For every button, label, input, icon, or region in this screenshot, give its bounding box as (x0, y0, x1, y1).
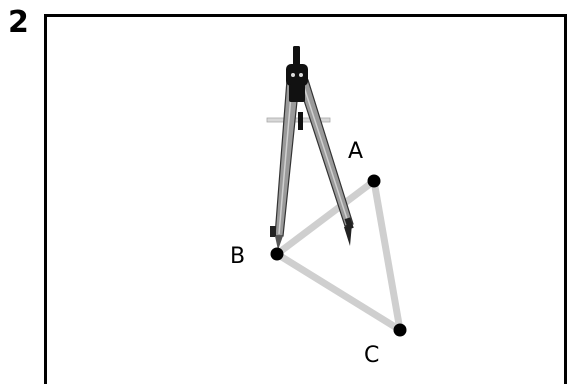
label-b: B (230, 244, 245, 269)
compass-right-leg-highlight (302, 83, 349, 223)
compass-left-leg (274, 79, 300, 237)
triangle (273, 177, 404, 334)
compass-left-leg-highlight (278, 83, 293, 235)
compass-hinge-rivet-left (291, 73, 295, 77)
label-a: A (348, 139, 363, 164)
construction-diagram: A B C (230, 46, 407, 368)
point-b (270, 247, 284, 261)
point-c (393, 323, 407, 337)
point-a (367, 174, 381, 188)
side-ab (273, 177, 378, 258)
label-c: C (364, 343, 379, 368)
compass (266, 46, 354, 250)
side-bc (273, 250, 404, 334)
compass-adjust-screw (298, 112, 303, 130)
compass-hinge-rivet-right (299, 73, 303, 77)
compass-pencil-tip (275, 236, 283, 250)
compass-hinge-base (289, 84, 305, 102)
compass-handle (293, 46, 300, 66)
side-ac (370, 177, 404, 334)
diagram-frame (44, 14, 567, 384)
compass-hinge (286, 64, 308, 86)
step-number: 2 (8, 5, 29, 40)
points (270, 174, 407, 337)
compass-pencil-clamp (270, 226, 276, 237)
compass-needle-tip (344, 224, 352, 246)
